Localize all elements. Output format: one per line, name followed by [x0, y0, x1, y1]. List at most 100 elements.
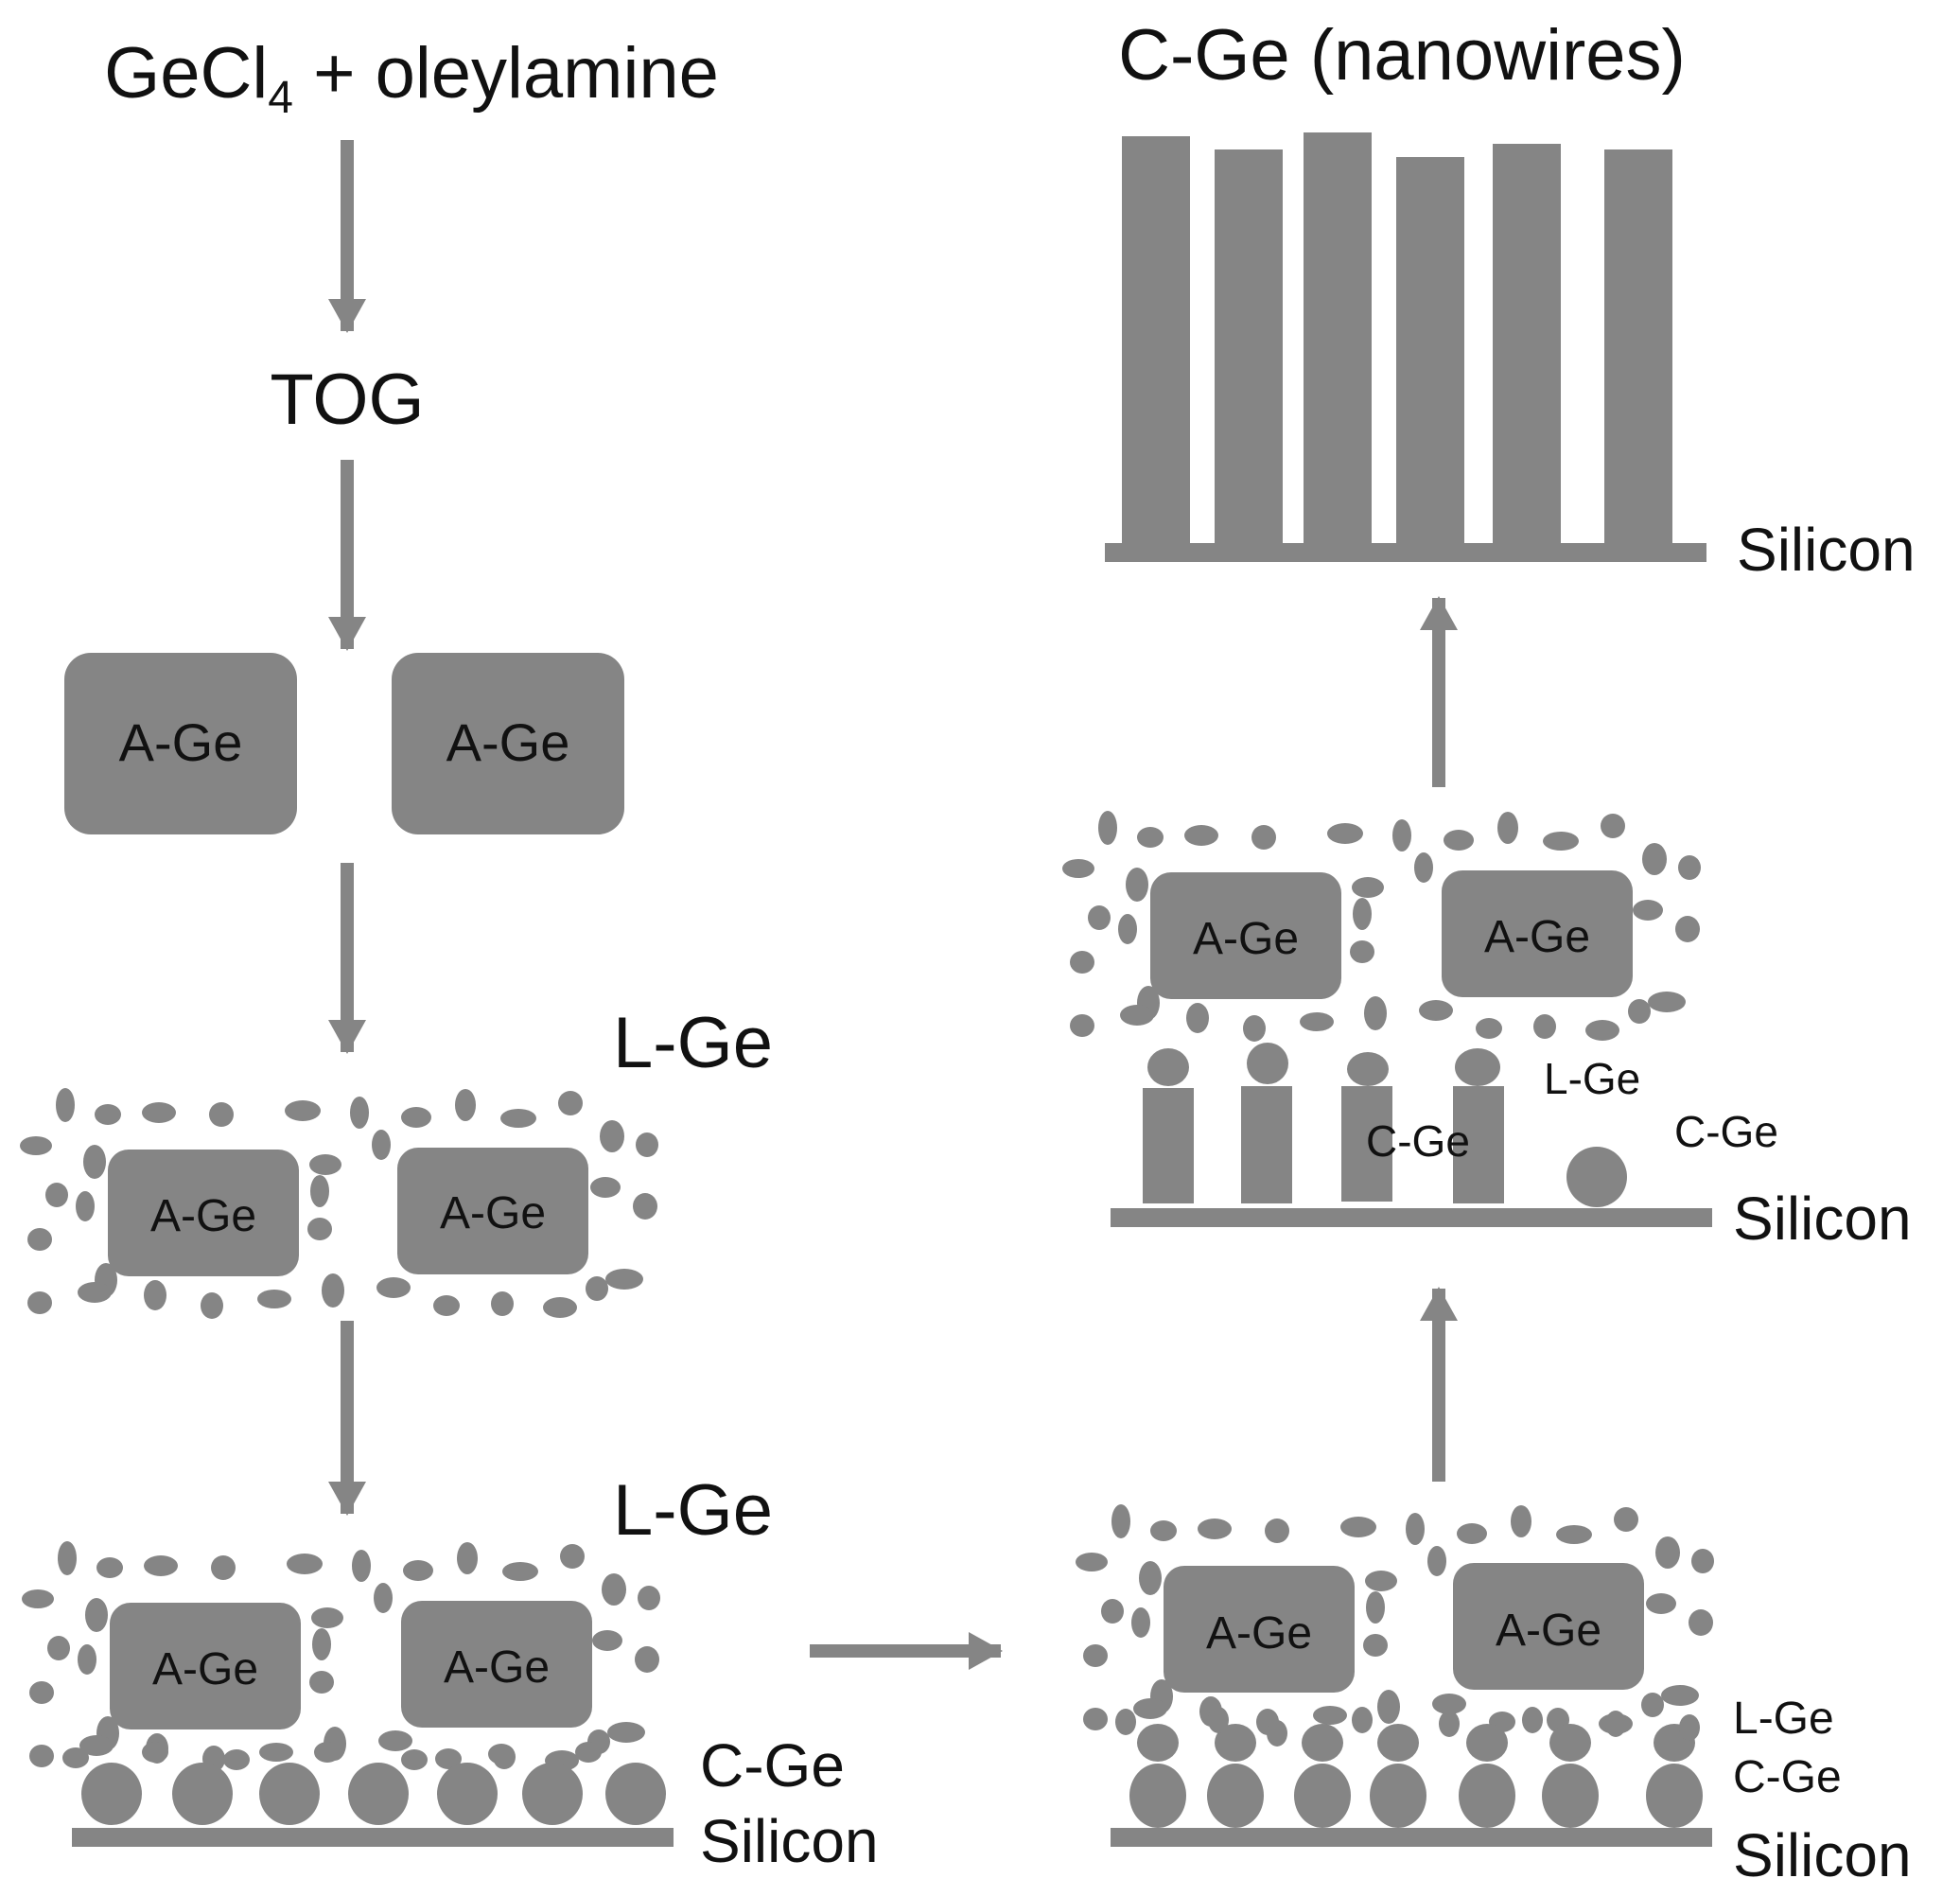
precursor-label: GeCl4 + oleylamine [104, 33, 719, 123]
l-ge-droplet [144, 1280, 166, 1310]
l-ge-droplet [1076, 1553, 1108, 1571]
a-ge-label: A-Ge [1496, 1606, 1601, 1656]
c-ge-crystal [348, 1763, 409, 1825]
l-ge-droplet [633, 1193, 657, 1220]
a-ge-label: A-Ge [1484, 912, 1590, 962]
l-ge-droplet [76, 1191, 95, 1221]
l-ge-droplet [1605, 1711, 1626, 1737]
l-ge-droplet [144, 1555, 178, 1576]
l-ge-droplet [1633, 900, 1663, 921]
l-ge-droplet [1427, 1546, 1446, 1576]
l-ge-droplet [1115, 1709, 1136, 1735]
c-ge-label: C-Ge [700, 1731, 845, 1799]
c-ge-label: C-Ge [1733, 1752, 1842, 1802]
l-ge-droplet [1265, 1519, 1289, 1543]
l-ge-droplet [374, 1583, 393, 1613]
l-ge-droplet [1118, 914, 1137, 944]
l-ge-droplet [309, 1671, 334, 1694]
l-ge-droplet [142, 1102, 176, 1123]
c-ge-nucleus [1377, 1724, 1419, 1762]
l-ge-droplet [372, 1130, 391, 1160]
tog-label: TOG [270, 360, 424, 440]
l-ge-droplet [1353, 898, 1372, 930]
silicon-label: Silicon [1737, 516, 1916, 584]
l-ge-droplet [83, 1145, 106, 1179]
a-ge-box [64, 653, 297, 834]
silicon-substrate [1111, 1208, 1712, 1227]
l-ge-droplet [1126, 868, 1148, 902]
l-ge-cap [1455, 1048, 1500, 1086]
l-ge-droplet [401, 1749, 428, 1770]
l-ge-droplet [1150, 1520, 1177, 1541]
l-ge-droplet [1364, 996, 1387, 1030]
l-ge-droplet [209, 1102, 234, 1127]
l-ge-droplet [602, 1573, 626, 1606]
l-ge-droplet [401, 1107, 431, 1128]
c-ge-nucleus [1137, 1724, 1179, 1762]
c-ge-crystal [259, 1763, 320, 1825]
l-ge-droplet [1419, 1000, 1453, 1021]
nanowires-title: C-Ge (nanowires) [1118, 15, 1686, 96]
l-ge-droplet [1098, 811, 1117, 845]
a-ge-label: A-Ge [1206, 1608, 1312, 1659]
l-ge-droplet [433, 1295, 460, 1316]
a-ge-label: A-Ge [119, 712, 243, 772]
l-ge-droplet [435, 1748, 462, 1769]
a-ge-label: A-Ge [152, 1644, 258, 1694]
l-ge-droplet [1131, 1607, 1150, 1638]
l-ge-droplet [1678, 855, 1701, 880]
l-ge-droplet [27, 1291, 52, 1314]
l-ge-label: L-Ge [613, 1003, 773, 1083]
l-ge-droplet [78, 1282, 112, 1303]
l-ge-droplet [592, 1630, 622, 1651]
l-ge-droplet [1646, 1593, 1676, 1614]
l-ge-droplet [1444, 830, 1474, 851]
silicon-substrate [1111, 1828, 1712, 1847]
silicon-substrate [1105, 543, 1706, 562]
l-ge-droplet [1689, 1609, 1713, 1636]
a-ge-label: A-Ge [446, 712, 570, 772]
c-ge-sphere [1566, 1147, 1627, 1207]
l-ge-droplet [29, 1681, 54, 1704]
c-ge-crystal [172, 1763, 233, 1825]
l-ge-droplet [96, 1557, 123, 1578]
l-ge-droplet [575, 1742, 602, 1763]
l-ge-droplet [488, 1744, 515, 1764]
c-ge-nanowire [1493, 144, 1561, 543]
l-ge-droplet [1352, 877, 1384, 898]
c-ge-crystal [605, 1763, 666, 1825]
stage5-growth: A-Ge A-Ge L-Ge C-Ge C-Ge Silicon [1062, 811, 1912, 1253]
l-ge-droplet [352, 1550, 371, 1582]
c-ge-nucleus [1129, 1764, 1186, 1828]
l-ge-droplet [1511, 1505, 1531, 1537]
c-ge-nucleus [1215, 1724, 1256, 1762]
l-ge-droplet [201, 1292, 223, 1319]
l-ge-droplet [1139, 1561, 1162, 1595]
c-ge-nucleus [1646, 1764, 1703, 1828]
c-ge-nucleus [1549, 1724, 1591, 1762]
l-ge-droplet [500, 1109, 536, 1128]
a-ge-box [392, 653, 624, 834]
stage6-nanowires: C-Ge (nanowires) Silicon [1105, 15, 1916, 584]
l-ge-droplet [1184, 825, 1218, 846]
c-ge-crystal [437, 1763, 498, 1825]
l-ge-droplet [78, 1644, 96, 1675]
l-ge-droplet [635, 1646, 659, 1673]
l-ge-droplet [1313, 1706, 1347, 1725]
l-ge-droplet [1661, 1685, 1699, 1706]
c-ge-crystal [522, 1763, 583, 1825]
l-ge-droplet [1648, 992, 1686, 1012]
c-ge-nanowire [1122, 136, 1190, 543]
l-ge-label: L-Ge [1733, 1694, 1834, 1744]
a-ge-box [110, 1603, 301, 1729]
c-ge-nanowire [1604, 149, 1672, 543]
l-ge-droplet [1340, 1517, 1376, 1537]
l-ge-droplet [457, 1542, 478, 1574]
l-ge-droplet [1366, 1591, 1385, 1624]
l-ge-droplet [1377, 1690, 1400, 1724]
a-ge-box [1150, 872, 1341, 999]
l-ge-droplet [22, 1589, 54, 1608]
l-ge-droplet [1406, 1513, 1425, 1545]
l-ge-droplet [1655, 1536, 1680, 1569]
